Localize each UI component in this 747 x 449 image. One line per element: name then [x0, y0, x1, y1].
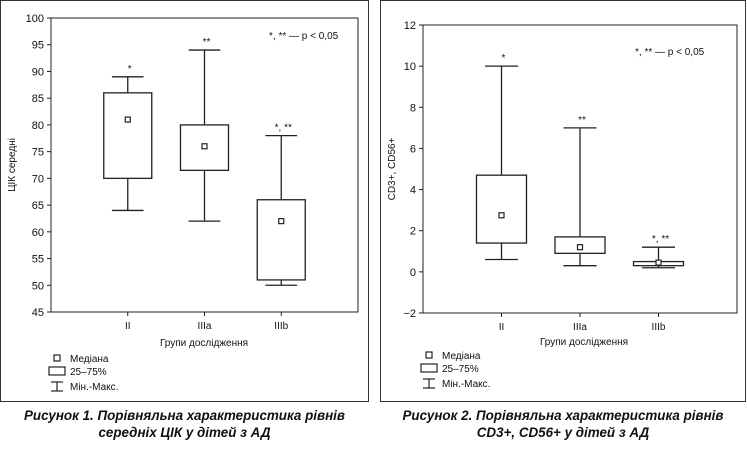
y-tick-label: 6: [410, 143, 416, 155]
y-tick-label: −2: [403, 308, 416, 320]
figure-caption-2: Рисунок 2. Порівняльна характеристика рі…: [380, 407, 746, 441]
y-tick-label: 2: [410, 226, 416, 238]
x-tick-label: II: [499, 322, 505, 333]
x-axis-label: Групи дослідження: [540, 337, 628, 348]
y-tick-label: 75: [32, 147, 44, 159]
y-tick-label: 45: [32, 307, 44, 319]
median-marker: [576, 244, 584, 251]
y-tick-label: 95: [32, 40, 44, 52]
legend-median-marker: [53, 354, 61, 362]
legend-whisker-label: Мін.-Макс.: [442, 379, 490, 390]
x-tick-label: IIIb: [274, 321, 288, 332]
caption-line-1: Рисунок 2. Порівняльна характеристика рі…: [402, 408, 724, 423]
legend-whisker-label: Мін.-Макс.: [70, 382, 118, 393]
x-tick-label: IIIa: [573, 322, 587, 333]
caption-line-2: середніх ЦІК у дітей з АД: [98, 425, 271, 440]
significance-mark: *, **: [652, 234, 669, 245]
x-axis-label: Групи дослідження: [160, 338, 248, 349]
significance-mark: **: [578, 115, 586, 126]
y-tick-label: 8: [410, 102, 416, 114]
significance-mark: *, **: [275, 123, 292, 134]
y-tick-label: 70: [32, 173, 44, 185]
x-tick-label: II: [125, 321, 131, 332]
y-tick-label: 50: [32, 280, 44, 292]
box-iqr: [475, 174, 528, 244]
median-marker: [278, 218, 285, 225]
y-tick-label: 60: [32, 227, 44, 239]
significance-mark: **: [203, 37, 211, 48]
y-tick-label: 10: [404, 61, 416, 73]
box-iqr: [256, 199, 306, 281]
figure-caption-1: Рисунок 1. Порівняльна характеристика рі…: [0, 407, 369, 441]
median-marker: [124, 116, 131, 123]
legend-median-label: Медіана: [70, 354, 109, 365]
significance-mark: *: [128, 64, 132, 75]
legend-box-label: 25–75%: [70, 367, 107, 378]
significance-mark: *: [502, 53, 506, 64]
y-tick-label: 55: [32, 254, 44, 266]
legend-median-marker: [425, 351, 433, 359]
y-tick-label: 90: [32, 66, 44, 78]
y-tick-label: 65: [32, 200, 44, 212]
y-tick-label: 4: [410, 185, 416, 197]
median-marker: [201, 143, 208, 150]
legend-median-label: Медіана: [442, 351, 481, 362]
y-tick-label: 12: [404, 20, 416, 32]
median-marker: [655, 259, 662, 266]
legend-box-marker: [420, 363, 438, 373]
p-value-annotation: *, ** — p < 0,05: [269, 31, 339, 42]
legend-box-marker: [48, 366, 66, 376]
y-axis-label: ЦІК середні: [7, 138, 18, 192]
legend-box-label: 25–75%: [442, 364, 479, 375]
box-iqr: [103, 92, 153, 180]
y-axis-label: CD3+, CD56+: [387, 137, 398, 200]
y-tick-label: 100: [26, 13, 44, 25]
y-tick-label: 80: [32, 120, 44, 132]
p-value-annotation: *, ** — p < 0,05: [635, 47, 705, 58]
x-tick-label: IIIb: [652, 322, 666, 333]
x-tick-label: IIIa: [198, 321, 212, 332]
y-tick-label: 0: [410, 267, 416, 279]
caption-line-1: Рисунок 1. Порівняльна характеристика рі…: [23, 408, 345, 423]
y-tick-label: 85: [32, 93, 44, 105]
median-marker: [498, 212, 505, 219]
caption-line-2: CD3+, CD56+ у дітей з АД: [476, 425, 650, 440]
